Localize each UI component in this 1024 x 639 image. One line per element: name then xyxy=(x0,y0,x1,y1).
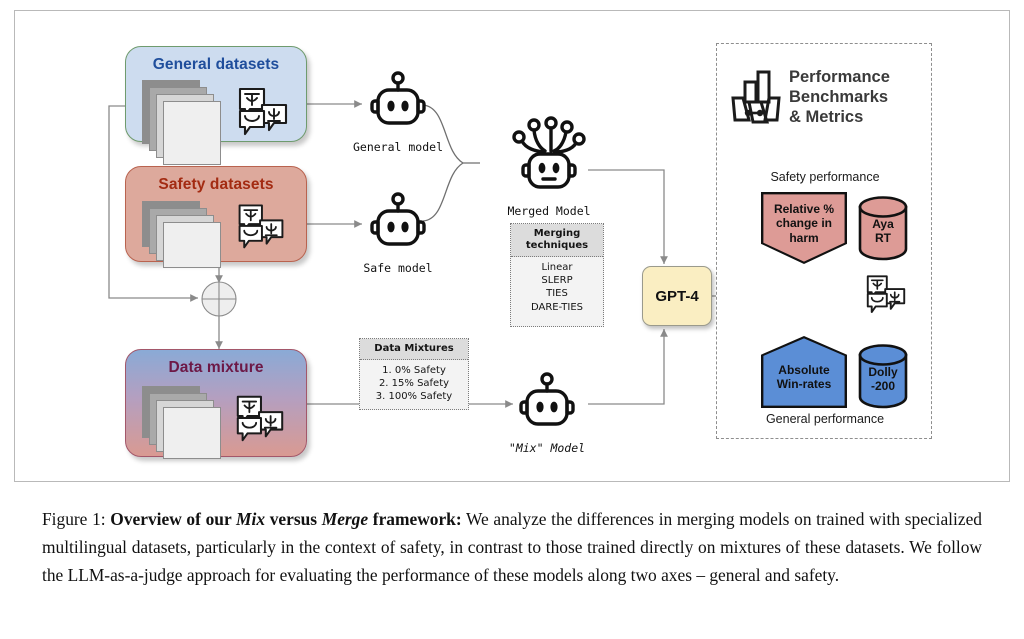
benchmark-chart-icon xyxy=(729,68,783,126)
caption-italic-merge: Merge xyxy=(321,509,369,529)
mix-model-icon xyxy=(516,372,578,436)
data-mixtures-list: 1. 0% Safety 2. 15% Safety 3. 100% Safet… xyxy=(360,360,468,408)
multilingual-chat-icon xyxy=(232,392,288,442)
aya-rt-dataset-cylinder[interactable]: Aya RT xyxy=(857,196,909,261)
multilingual-chat-icon xyxy=(863,272,909,314)
general-model-label: General model xyxy=(352,140,443,154)
relative-change-in-harm-fill: Relative % change in harm xyxy=(763,194,845,262)
safe-model-icon xyxy=(367,192,429,256)
data-mixture-card[interactable]: Data mixture xyxy=(125,349,307,459)
caption-body: We analyze the differences in merging mo… xyxy=(42,509,982,586)
stacked-documents-icon xyxy=(142,386,224,474)
caption-bold-1: Overview of our xyxy=(110,509,237,529)
aya-rt-label: Aya RT xyxy=(872,216,894,245)
merging-techniques-box: Merging techniques Linear SLERP TIES DAR… xyxy=(510,223,604,327)
general-performance-caption: General performance xyxy=(765,412,885,426)
list-item: Linear xyxy=(541,262,573,273)
relative-change-in-harm-shape[interactable]: Relative % change in harm xyxy=(761,192,847,264)
figure-caption: Figure 1: Overview of our Mix versus Mer… xyxy=(42,505,982,590)
caption-italic-mix: Mix xyxy=(236,509,266,529)
evaluation-panel-title: Performance Benchmarks & Metrics xyxy=(789,68,890,126)
safety-datasets-card[interactable]: Safety datasets xyxy=(125,166,307,268)
merged-model-icon xyxy=(510,116,588,201)
gpt4-judge-box[interactable]: GPT-4 xyxy=(642,266,712,326)
merge-circle-operator xyxy=(201,281,237,317)
dolly-200-label: Dolly -200 xyxy=(868,364,898,393)
caption-label: Figure 1: xyxy=(42,509,106,529)
dolly-200-dataset-cylinder[interactable]: Dolly -200 xyxy=(857,344,909,409)
relative-change-in-harm-label: Relative % change in harm xyxy=(773,202,834,245)
list-item: DARE-TIES xyxy=(530,301,584,313)
general-datasets-title: General datasets xyxy=(152,56,280,73)
stacked-documents-icon xyxy=(142,201,224,289)
list-item: 2. 15% Safety xyxy=(378,378,450,390)
list-item: 3. 100% Safety xyxy=(375,391,453,403)
merged-model-label: Merged Model xyxy=(507,204,591,218)
safe-model-label: Safe model xyxy=(363,261,433,275)
merging-techniques-list: Linear SLERP TIES DARE-TIES xyxy=(511,257,603,318)
caption-bold-3: framework: xyxy=(368,509,462,529)
general-datasets-card[interactable]: General datasets xyxy=(125,46,307,165)
merging-techniques-header: Merging techniques xyxy=(511,224,603,257)
absolute-win-rates-fill: Absolute Win-rates xyxy=(763,338,845,406)
mix-model-label: "Mix" Model xyxy=(508,441,586,455)
safety-datasets-title: Safety datasets xyxy=(158,176,274,193)
evaluation-panel: Performance Benchmarks & Metrics Safety … xyxy=(716,43,932,439)
list-item: SLERP xyxy=(541,275,573,287)
data-mixture-title: Data mixture xyxy=(168,359,264,376)
absolute-win-rates-shape[interactable]: Absolute Win-rates xyxy=(761,336,847,408)
caption-bold-2: versus xyxy=(265,509,322,529)
stacked-documents-icon xyxy=(142,80,224,168)
gpt4-label: GPT-4 xyxy=(655,287,699,305)
data-mixtures-header: Data Mixtures xyxy=(360,339,468,360)
list-item: TIES xyxy=(546,288,568,300)
general-model-icon xyxy=(367,71,429,135)
merge-brace xyxy=(422,104,480,222)
multilingual-chat-icon xyxy=(234,85,292,136)
list-item: 1. 0% Safety xyxy=(382,365,446,376)
absolute-win-rates-label: Absolute Win-rates xyxy=(776,362,832,391)
multilingual-chat-icon xyxy=(234,201,288,249)
safety-performance-caption: Safety performance xyxy=(770,170,880,184)
data-mixtures-box: Data Mixtures 1. 0% Safety 2. 15% Safety… xyxy=(359,338,469,410)
figure-frame: General datasets Safety datasets xyxy=(14,10,1010,482)
